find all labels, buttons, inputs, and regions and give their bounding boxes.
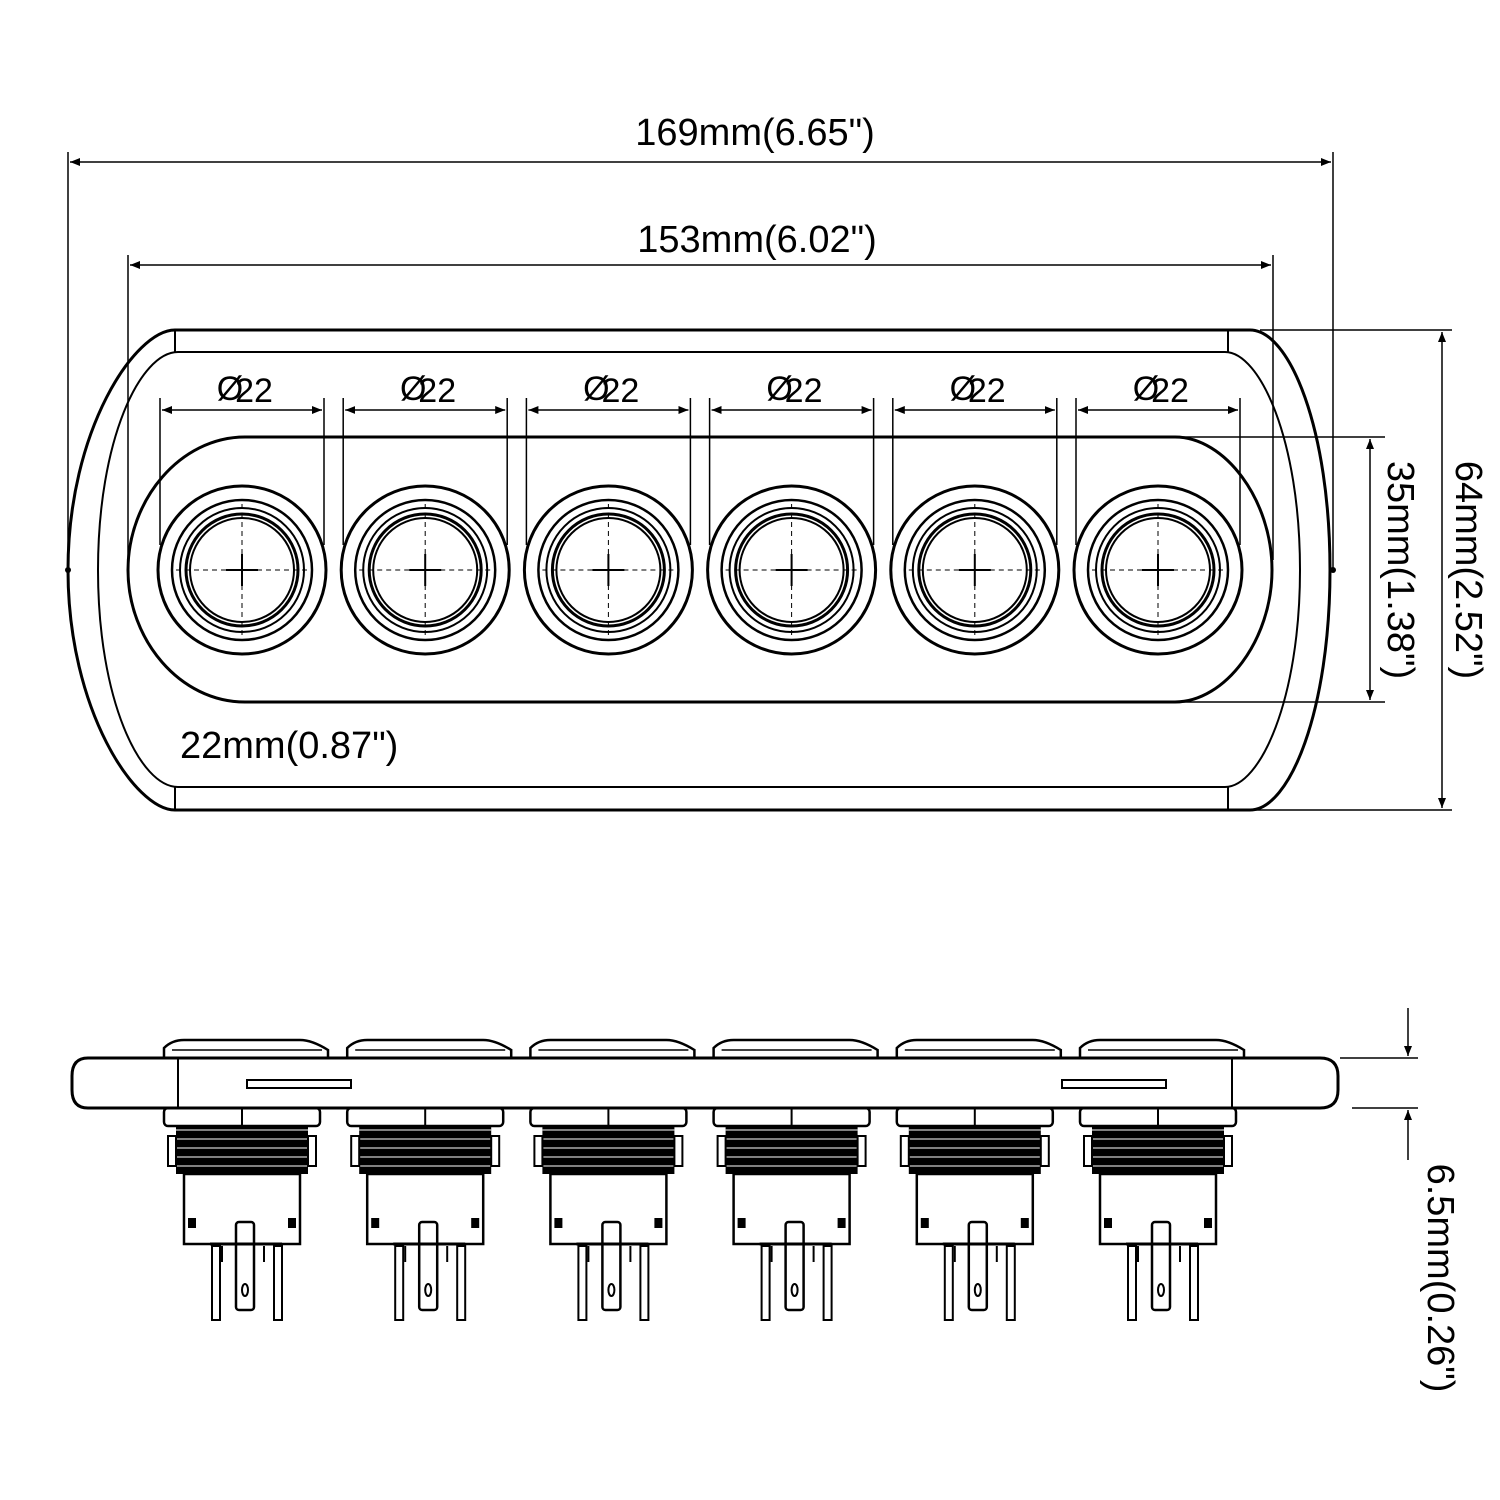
side-panel — [70, 1056, 1340, 1110]
hole-diameter-dimension: Ø22 — [892, 370, 1058, 545]
diameter-symbol: Ø — [400, 370, 426, 408]
overall-height-label: 64mm(2.52") — [1447, 461, 1489, 679]
hole-diameter-dimension: Ø22 — [342, 370, 508, 545]
side-switch — [345, 1038, 513, 1321]
hole-diameter-dimension: Ø22 — [1075, 370, 1241, 545]
inner-height-label: 35mm(1.38") — [1379, 461, 1421, 679]
top-view: 169mm(6.65") 153mm(6.02") 64 — [65, 112, 1489, 812]
hole-diameter-label: 22 — [968, 372, 1006, 410]
switch-hole: Ø22 — [522, 370, 694, 656]
inner-width-label: 153mm(6.02") — [637, 219, 876, 261]
diameter-symbol: Ø — [1133, 370, 1159, 408]
side-view: 6.5mm(0.26") — [70, 1008, 1461, 1392]
hole-diameter-label: 22 — [1151, 372, 1189, 410]
switch-hole: Ø22 — [156, 370, 328, 656]
panel-outline — [65, 328, 1336, 812]
overall-width-dimension: 169mm(6.65") — [67, 112, 1334, 570]
hole-diameter-dimension: Ø22 — [159, 370, 325, 545]
inner-height-dimension: 35mm(1.38") — [1180, 436, 1421, 703]
hole-diameter-dimension: Ø22 — [525, 370, 692, 545]
inner-width-dimension: 153mm(6.02") — [127, 219, 1274, 560]
side-switch — [162, 1038, 330, 1321]
switch-hole: Ø22 — [339, 370, 511, 656]
hole-diameter-label: 22 — [785, 372, 823, 410]
hole-spacing-label: 22mm(0.87") — [180, 725, 398, 767]
overall-width-label: 169mm(6.65") — [635, 112, 874, 154]
side-switch — [895, 1038, 1063, 1321]
thickness-dimension: 6.5mm(0.26") — [1340, 1008, 1461, 1392]
switch-hole: Ø22 — [1072, 370, 1244, 656]
diameter-symbol: Ø — [217, 370, 243, 408]
switch-hole: Ø22 — [706, 370, 878, 656]
switch-hole: Ø22 — [889, 370, 1061, 656]
side-switches — [162, 1038, 1246, 1321]
hole-diameter-label: 22 — [235, 372, 273, 410]
overall-height-dimension: 64mm(2.52") — [1250, 329, 1489, 811]
side-switch — [529, 1038, 696, 1321]
hole-diameter-label: 22 — [601, 372, 639, 410]
thickness-label: 6.5mm(0.26") — [1419, 1164, 1461, 1393]
side-switch — [712, 1038, 879, 1321]
hole-diameter-dimension: Ø22 — [708, 370, 875, 545]
diameter-symbol: Ø — [766, 370, 792, 408]
hole-diameter-label: 22 — [418, 372, 456, 410]
diameter-symbol: Ø — [583, 370, 609, 408]
diameter-symbol: Ø — [950, 370, 976, 408]
side-switch — [1078, 1038, 1246, 1321]
